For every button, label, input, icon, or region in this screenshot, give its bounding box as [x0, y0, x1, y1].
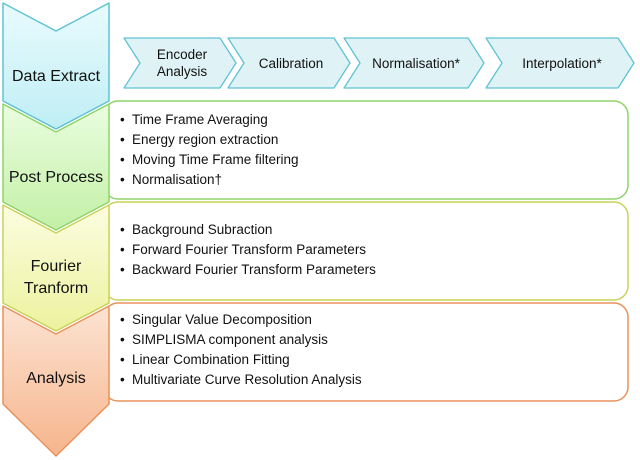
stage-label-line: Analysis [26, 370, 86, 387]
step-arrow-encoder-analysis [123, 37, 237, 89]
stage-label-line: Post Process [8, 169, 104, 186]
chevron-analysis [2, 305, 110, 457]
post-process-list: Time Frame Averaging Energy region extra… [118, 110, 299, 190]
stage-label-line: Tranform [23, 280, 89, 297]
chevron-post-process [2, 103, 110, 231]
stage-label-data-extract: Data Extract [0, 66, 112, 88]
chevron-data-extract [2, 2, 110, 130]
step-arrow-normalisation [343, 37, 485, 89]
step-arrow-interpolation [485, 37, 635, 89]
list-item: Singular Value Decomposition [118, 310, 362, 330]
chevron-fourier-transform [2, 204, 110, 332]
step-label-interpolation: Interpolation* [522, 56, 602, 71]
fourier-transform-list: Background Subraction Forward Fourier Tr… [118, 220, 376, 280]
list-item: Backward Fourier Transform Parameters [118, 260, 376, 280]
list-item: Energy region extraction [118, 130, 299, 150]
list-item: Normalisation† [118, 170, 299, 190]
list-item: Forward Fourier Transform Parameters [118, 240, 376, 260]
list-item: Background Subraction [118, 220, 376, 240]
stage-label-fourier-transform: Fourier Tranform [0, 256, 112, 300]
step-label-encoder-analysis: Encoder Analysis [156, 47, 208, 79]
list-item: SIMPLISMA component analysis [118, 330, 362, 350]
step-label-normalisation: Normalisation* [372, 56, 460, 71]
analysis-list: Singular Value Decomposition SIMPLISMA c… [118, 310, 362, 390]
stage-label-post-process: Post Process [0, 167, 112, 189]
list-item: Time Frame Averaging [118, 110, 299, 130]
list-item: Moving Time Frame filtering [118, 150, 299, 170]
stage-label-line: Data Extract [11, 68, 101, 85]
list-item: Multivariate Curve Resolution Analysis [118, 370, 362, 390]
stage-label-analysis: Analysis [0, 368, 112, 390]
stage-label-line: Fourier [30, 258, 82, 275]
step-arrow-calibration [227, 37, 351, 89]
step-label-calibration: Calibration [258, 56, 324, 71]
list-item: Linear Combination Fitting [118, 350, 362, 370]
